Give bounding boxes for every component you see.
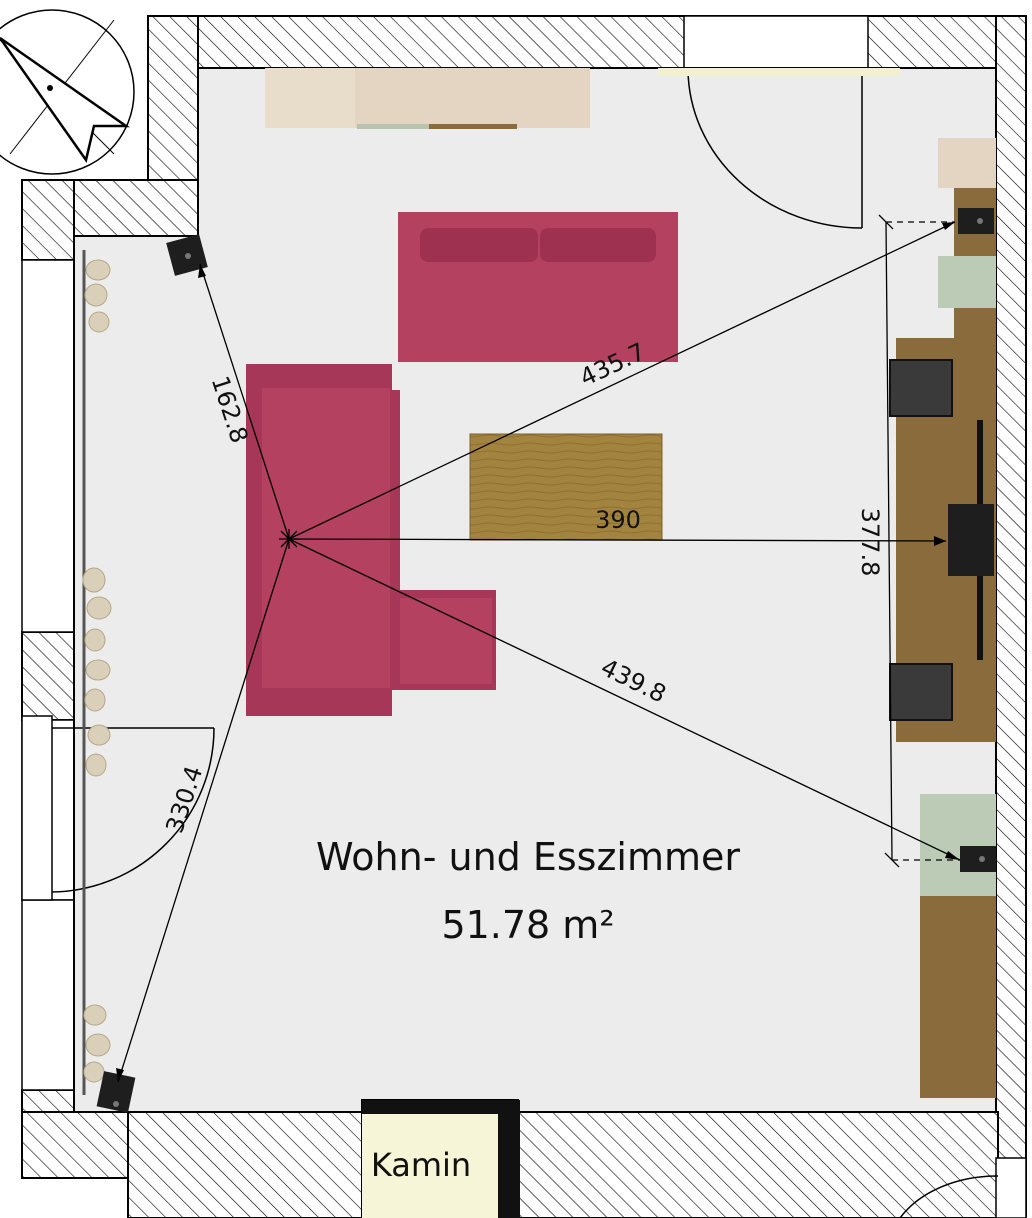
sideboard-top <box>265 68 590 129</box>
speaker-icon <box>96 1071 136 1113</box>
room-area: 51.78 m² <box>441 903 614 947</box>
measurement-arrowheads <box>116 222 960 1082</box>
door-top <box>687 68 863 229</box>
cabinet-right-lower <box>920 794 996 1098</box>
room-name: Wohn- und Esszimmer <box>316 835 740 879</box>
measurement-center: 390 <box>595 506 641 534</box>
fireplace <box>362 1100 520 1218</box>
measurement-lines <box>117 214 961 1083</box>
compass-icon <box>0 9 135 175</box>
curtains <box>82 250 112 1095</box>
sofa-top <box>398 212 678 362</box>
measurement-side-wall: 377.8 <box>856 508 884 577</box>
door-bottom-right <box>899 1175 999 1218</box>
dining-table <box>889 338 996 742</box>
fireplace-label: Kamin <box>371 1146 471 1184</box>
speaker-icon <box>166 234 208 276</box>
walls <box>21 15 1027 1218</box>
speaker-icon <box>958 208 994 234</box>
door-left <box>21 715 215 901</box>
window-sill-light <box>658 68 900 76</box>
sofa-corner <box>246 364 496 716</box>
speaker-icon <box>960 846 996 872</box>
